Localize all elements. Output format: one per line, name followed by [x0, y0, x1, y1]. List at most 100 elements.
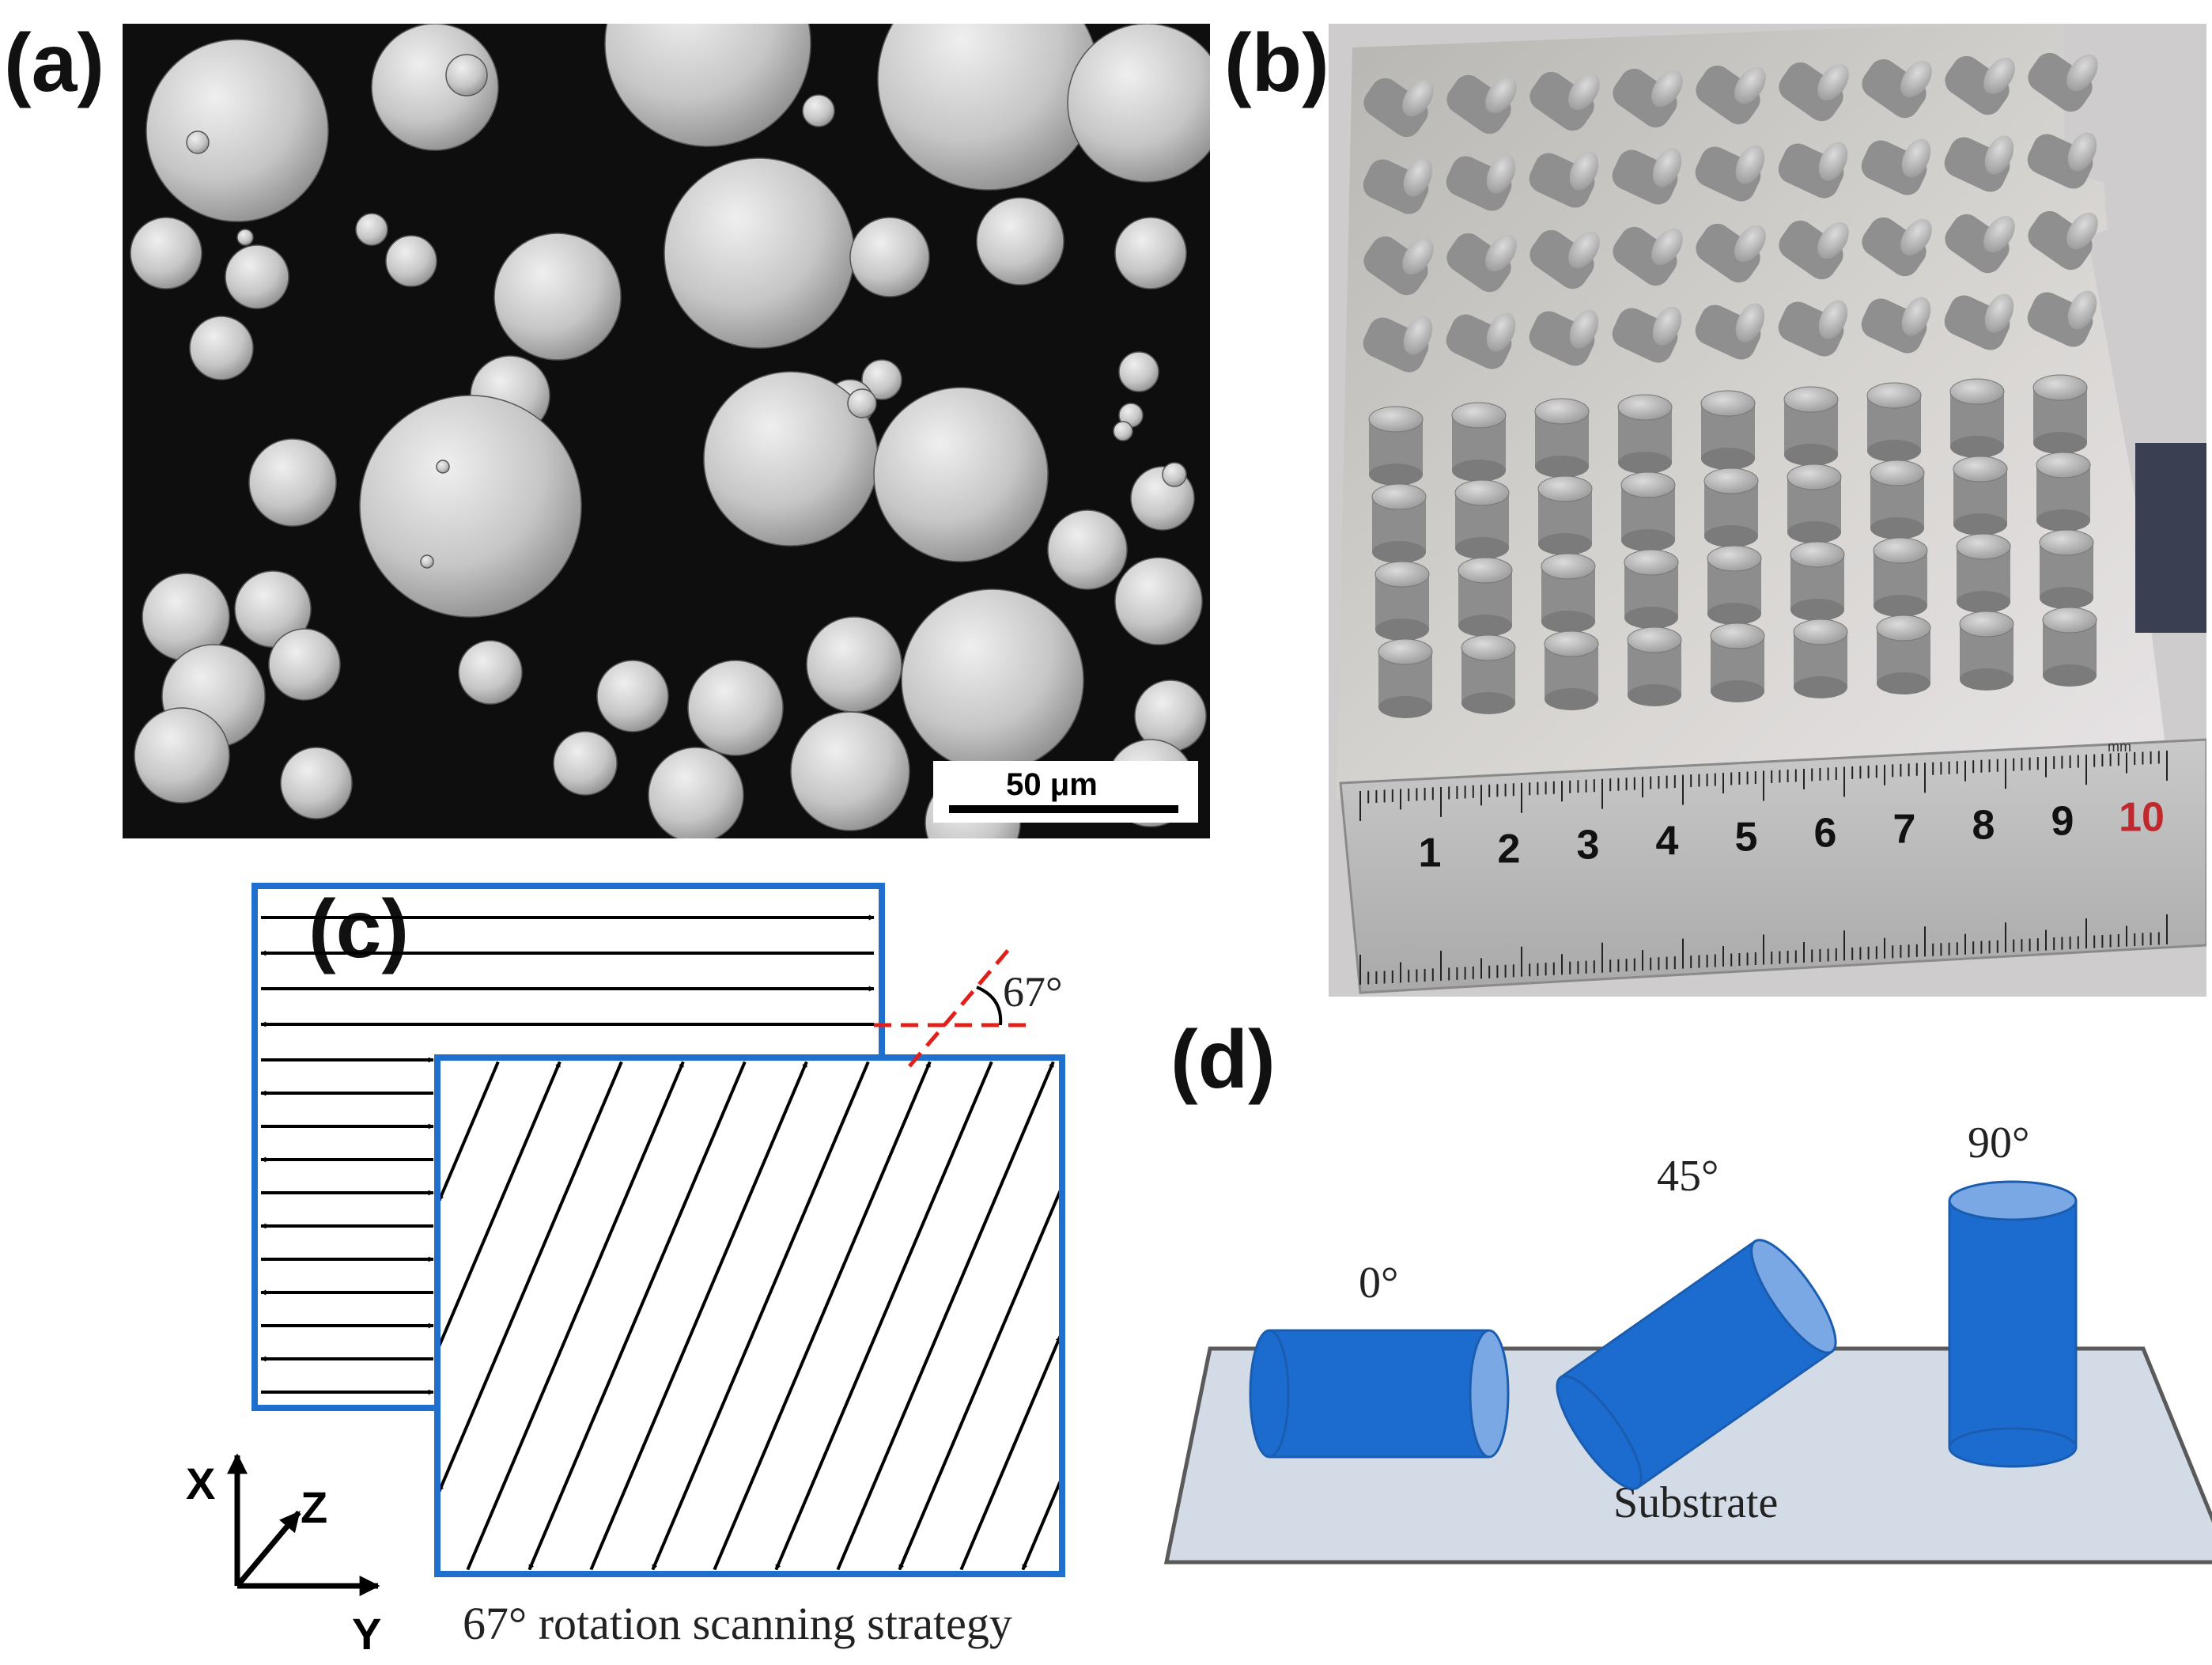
vertical-sample: [1793, 619, 1848, 698]
ruler-number: 9: [2051, 799, 2074, 845]
vertical-sample: [1953, 456, 2008, 535]
vertical-sample: [1790, 541, 1845, 621]
powder-particle: [458, 640, 523, 705]
panel-label-b: (b): [1224, 17, 1329, 109]
tilted-sample: [1612, 306, 1682, 363]
tilted-sample: [1612, 148, 1682, 205]
rotated-scan-vector: [898, 1190, 1062, 1571]
rotated-scan-vector: [836, 1061, 1055, 1571]
cylinder-0-deg: [1249, 1329, 1510, 1459]
rotated-scan-vector: [466, 1061, 685, 1571]
powder-particle: [1114, 217, 1187, 289]
powder-particle: [976, 197, 1064, 286]
tilted-sample: [1945, 214, 2015, 274]
tilted-sample: [1778, 300, 1848, 357]
powder-particles: [130, 24, 1210, 838]
cylinder-45-label: 45°: [1657, 1152, 1719, 1201]
powder-particle: [861, 359, 902, 400]
vertical-sample: [1374, 561, 1430, 641]
ruler-number: 3: [1577, 823, 1600, 868]
tilted-sample: [1446, 233, 1517, 293]
ruler-number: 7: [1893, 807, 1916, 853]
powder-particle: [1047, 509, 1128, 590]
tilted-sample: [1695, 303, 1765, 360]
vertical-sample: [2042, 607, 2097, 687]
powder-particle: [225, 244, 289, 309]
vertical-sample: [1617, 394, 1673, 474]
vertical-sample: [1454, 479, 1510, 559]
powder-particle: [385, 235, 437, 287]
ruler-number: 10: [2119, 795, 2165, 841]
tilted-sample: [1862, 59, 1932, 119]
vertical-sample: [1368, 406, 1424, 486]
tilted-sample: [1944, 293, 2014, 350]
vertical-sample: [1956, 533, 2011, 613]
vertical-sample: [1534, 398, 1590, 478]
vertical-sample: [1624, 549, 1679, 629]
powder-particle: [248, 438, 337, 527]
vertical-sample: [1873, 537, 1928, 617]
vertical-sample: [1544, 630, 1599, 710]
rotated-scan-vector: [437, 1061, 562, 1347]
vertical-sample: [2032, 374, 2088, 454]
rotated-scan-vector: [1021, 1481, 1062, 1571]
tilted-sample: [1529, 151, 1599, 208]
panel-d: (d) Substrate 0° 45° 90°: [1163, 1014, 2212, 1565]
powder-particle: [664, 157, 855, 349]
tilted-sample: [2027, 290, 2097, 347]
powder-particle: [1067, 24, 1210, 183]
scan-layer-n-plus-1: [434, 1054, 1065, 1577]
vertical-sample: [1451, 402, 1507, 482]
scan-layer-n-plus-1-border: [434, 1054, 1065, 1577]
tilted-sample: [1613, 68, 1683, 128]
powder-particle: [648, 747, 744, 838]
axis-triad: [227, 1453, 380, 1596]
tilted-sample: [1446, 312, 1516, 369]
axis-x-label: X: [186, 1459, 215, 1508]
tilted-sample: [1529, 71, 1600, 131]
vertical-sample: [2039, 529, 2094, 609]
rotated-scan-vector: [774, 1061, 993, 1571]
panel-label-d: (d): [1170, 1014, 1276, 1106]
vertical-sample: [1620, 471, 1676, 551]
rotated-scan-vector: [651, 1061, 870, 1571]
tilted-sample: [1944, 135, 2014, 192]
tilted-sample: [1778, 142, 1848, 199]
scan-vectors: [260, 914, 875, 1395]
vertical-sample: [2036, 452, 2091, 532]
powder-particle: [873, 387, 1049, 562]
vertical-sample: [1783, 386, 1839, 466]
rotation-angle-label: 67°: [1003, 968, 1063, 1016]
ruler-unit-label: mm: [2108, 739, 2131, 755]
powder-particle: [130, 217, 202, 289]
powder-particle: [687, 660, 784, 756]
vertical-sample: [1949, 378, 2005, 458]
tilted-sample: [1779, 62, 1849, 122]
rotated-scan-vector: [437, 1061, 500, 1201]
scale-bar-label: 50 μm: [1006, 767, 1098, 802]
tilted-sample: [1696, 65, 1766, 125]
powder-particle: [420, 554, 434, 569]
tilted-sample: [1363, 236, 1434, 296]
powder-particle: [189, 316, 254, 380]
panel-a: (a) 50 μm: [4, 17, 1210, 838]
tilted-sample: [2028, 210, 2098, 271]
tilted-sample: [1363, 157, 1433, 214]
axis-z-label: Z: [301, 1482, 327, 1532]
tilted-sample: [1529, 229, 1600, 289]
ruler-number: 2: [1498, 827, 1521, 872]
vertical-sample: [1378, 638, 1433, 718]
powder-particle: [806, 616, 902, 713]
scan-strategy-caption: 67° rotation scanning strategy: [463, 1598, 1012, 1649]
ruler-ticks: [1359, 751, 2168, 985]
rotated-scan-vector: [527, 1061, 747, 1571]
powder-particle: [134, 707, 230, 804]
powder-particle: [553, 731, 618, 796]
panel-label-c: (c): [308, 884, 409, 975]
powder-particle: [1114, 557, 1203, 645]
angle-guide: [874, 944, 1028, 1068]
rotated-scan-vector: [589, 1061, 808, 1571]
